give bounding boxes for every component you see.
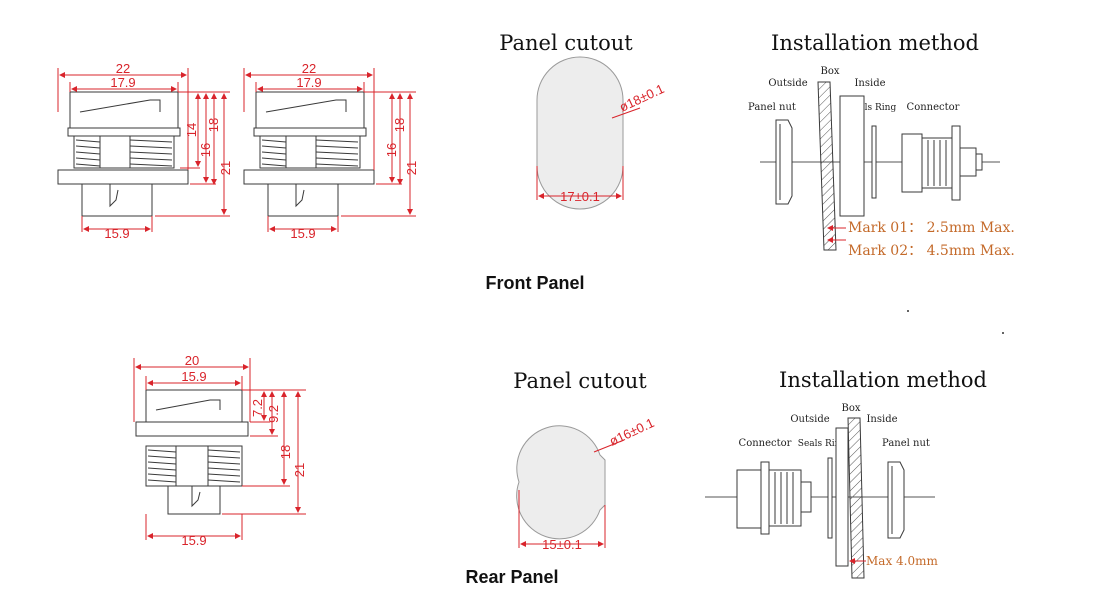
- cutout-title: Panel cutout: [499, 31, 633, 55]
- label-panel-nut: Panel nut: [882, 438, 930, 449]
- stray-dot: [907, 310, 909, 312]
- rear-panel-cutout: Panel cutout 15±0.1 ø16±0.1: [513, 369, 656, 552]
- dim-height-1: 14: [184, 123, 199, 137]
- max-thickness-mark: Max 4.0mm: [866, 554, 938, 568]
- dim-overall-width: 20: [185, 353, 199, 368]
- box-panel: [839, 95, 865, 217]
- seals-ring-shape: [871, 125, 877, 199]
- label-outside: Outside: [790, 414, 829, 425]
- cutout-width-dim: 17±0.1: [560, 189, 600, 204]
- cutout-diameter-dim: ø16±0.1: [607, 415, 656, 449]
- label-box: Box: [820, 66, 839, 77]
- seals-ring-shape: [827, 457, 833, 539]
- dim-height-1: 16: [384, 143, 399, 157]
- install-title: Installation method: [771, 31, 979, 55]
- connector-side-shape: [736, 461, 812, 535]
- label-seals-ring: Seals Ring: [848, 103, 897, 113]
- label-connector: Connector: [907, 102, 960, 113]
- mark-02: Mark 02： 4.5mm Max.: [848, 243, 1015, 259]
- dim-body-width: 15.9: [181, 369, 206, 384]
- dim-height-2: 16: [198, 143, 213, 157]
- dim-body-width: 17.9: [296, 75, 321, 90]
- front-connector-drawing-b: 22 17.9 15.9 16 18 21: [243, 61, 419, 241]
- dim-bottom-width: 15.9: [181, 533, 206, 548]
- label-connector: Connector: [739, 438, 792, 449]
- dim-height-1: 7.2: [250, 399, 265, 417]
- cutout-width-dim: 15±0.1: [542, 537, 582, 552]
- install-title: Installation method: [779, 368, 987, 392]
- box-wall-hatched: [817, 81, 837, 251]
- cutout-title: Panel cutout: [513, 369, 647, 393]
- stray-dot: [1002, 332, 1004, 334]
- front-connector-drawing-a: 22 17.9 15.9 14 16 18 21: [57, 61, 233, 241]
- panel-nut-shape: [775, 119, 793, 205]
- label-seals-ring: Seals Ring: [798, 439, 847, 449]
- connector-outline: [135, 389, 249, 515]
- dim-height-4: 21: [218, 161, 233, 175]
- box-panel: [835, 427, 849, 567]
- dim-body-width: 17.9: [110, 75, 135, 90]
- dim-height-3: 18: [206, 118, 221, 132]
- cutout-diameter-dim: ø18±0.1: [617, 81, 666, 115]
- front-installation-method: Installation method Box Outside Inside P…: [748, 31, 1015, 259]
- label-inside: Inside: [866, 414, 897, 425]
- dim-height-3: 21: [404, 161, 419, 175]
- connector-outline: [243, 91, 375, 217]
- dim-bottom-width: 15.9: [104, 226, 129, 241]
- dim-height-2: 9.2: [266, 405, 281, 423]
- panel-nut-shape: [887, 461, 905, 539]
- label-inside: Inside: [854, 78, 885, 89]
- connector-outline: [57, 91, 189, 217]
- label-panel-nut: Panel nut: [748, 102, 796, 113]
- rear-installation-method: Installation method Box Outside Inside C…: [705, 368, 987, 579]
- dim-height-2: 18: [392, 118, 407, 132]
- rear-panel-title: Rear Panel: [465, 567, 558, 587]
- dim-height-3: 18: [278, 445, 293, 459]
- dim-overall-width: 22: [302, 61, 316, 76]
- connector-side-shape: [901, 125, 983, 201]
- mark-01: Mark 01： 2.5mm Max.: [848, 220, 1015, 236]
- label-outside: Outside: [768, 78, 807, 89]
- rear-connector-drawing: 20 15.9 15.9 7.2 9.2 18 21: [133, 353, 307, 548]
- front-panel-title: Front Panel: [485, 273, 584, 293]
- label-box: Box: [841, 403, 860, 414]
- dim-bottom-width: 15.9: [290, 226, 315, 241]
- box-wall-hatched: [847, 417, 865, 579]
- dim-overall-width: 22: [116, 61, 130, 76]
- front-panel-cutout: Panel cutout 17±0.1 ø18±0.1: [499, 31, 666, 210]
- dim-height-4: 21: [292, 463, 307, 477]
